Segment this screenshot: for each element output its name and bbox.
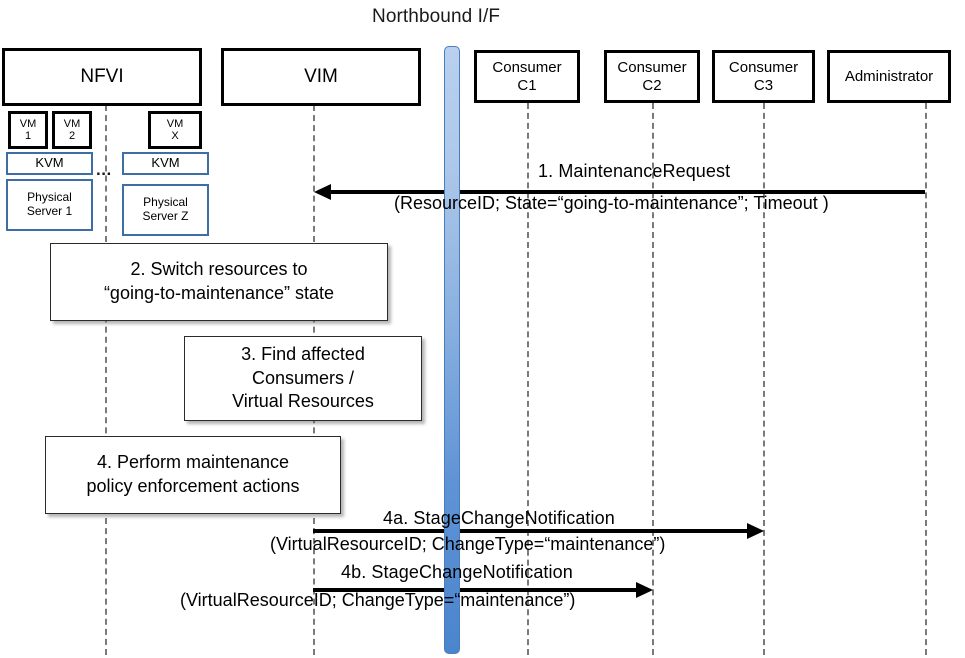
physical-server-box-z[interactable]: Physical Server Z	[122, 184, 209, 236]
actor-box-administrator[interactable]: Administrator	[827, 50, 951, 103]
vm-box-x-line2: X	[171, 130, 179, 142]
actor-label-vim: VIM	[304, 65, 338, 87]
note-box-3[interactable]: 3. Find affected Consumers / Virtual Res…	[184, 336, 422, 421]
message-1-name: 1. MaintenanceRequest	[538, 161, 731, 181]
message-4b-name: 4b. StageChangeNotification	[341, 562, 573, 582]
lifeline-consumer-c2	[652, 103, 654, 655]
message-1-arrowhead	[314, 184, 331, 200]
physical-server-1-line1: Physical	[27, 190, 72, 205]
actor-box-consumer-c1[interactable]: Consumer C1	[474, 50, 580, 103]
vm-box-1-line1: VM	[19, 117, 37, 130]
lifeline-administrator	[925, 103, 927, 655]
message-4a-line	[313, 529, 747, 533]
lifeline-nfvi	[105, 105, 107, 655]
page-title: Northbound I/F	[372, 6, 501, 27]
note-box-2[interactable]: 2. Switch resources to “going-to-mainten…	[50, 243, 388, 321]
physical-server-box-1[interactable]: Physical Server 1	[6, 179, 93, 231]
actor-label-administrator: Administrator	[844, 67, 934, 85]
note-3-line2: Consumers /	[251, 367, 355, 388]
hypervisor-label-kvm-1: KVM	[35, 155, 64, 171]
actor-box-consumer-c3[interactable]: Consumer C3	[712, 50, 815, 103]
note-3-line1: 3. Find affected	[241, 343, 365, 364]
actor-label-consumer-c3-line1: Consumer	[728, 58, 799, 76]
message-4b-line	[313, 588, 636, 592]
message-4b-arrowhead	[636, 582, 653, 598]
hypervisor-box-kvm-2[interactable]: KVM	[122, 152, 209, 175]
message-4b-params: (VirtualResourceID; ChangeType=“maintena…	[180, 590, 576, 610]
note-4-line2: policy enforcement actions	[86, 476, 300, 496]
vm-box-2-line1: VM	[63, 117, 81, 130]
vm-box-1[interactable]: VM 1	[8, 111, 48, 149]
note-3-line3: Virtual Resources	[232, 391, 374, 412]
lifeline-consumer-c1	[527, 103, 529, 655]
hypervisor-box-kvm-1[interactable]: KVM	[6, 152, 93, 175]
actor-label-nfvi: NFVI	[80, 65, 124, 87]
message-1-params: (ResourceID; State=“going-to-maintenance…	[394, 193, 829, 213]
note-2-line1: 2. Switch resources to	[130, 259, 308, 280]
message-4a-params: (VirtualResourceID; ChangeType=“maintena…	[270, 534, 666, 554]
vm-box-x-line1: VM	[166, 117, 184, 130]
message-4a-arrowhead	[747, 523, 764, 539]
vm-box-x[interactable]: VM X	[148, 111, 202, 149]
vm-box-2-line2: 2	[68, 130, 76, 142]
vm-box-1-line2: 1	[24, 130, 32, 142]
note-box-4[interactable]: 4. Perform maintenance policy enforcemen…	[45, 436, 341, 514]
physical-server-z-line1: Physical	[143, 195, 188, 210]
physical-server-z-line2: Server Z	[142, 209, 189, 223]
message-4a-name: 4a. StageChangeNotification	[383, 508, 615, 528]
infrastructure-ellipsis: ...	[96, 160, 112, 179]
actor-box-nfvi[interactable]: NFVI	[2, 48, 202, 106]
northbound-interface-bar	[444, 46, 460, 654]
hypervisor-label-kvm-2: KVM	[151, 155, 180, 171]
actor-label-consumer-c3-line2: C3	[753, 76, 774, 94]
physical-server-1-line2: Server 1	[26, 204, 73, 218]
message-1-line	[330, 190, 925, 194]
lifeline-consumer-c3	[763, 103, 765, 655]
actor-label-consumer-c2-line1: Consumer	[617, 58, 687, 76]
actor-label-consumer-c1-line2: C1	[517, 76, 537, 94]
actor-label-consumer-c2-line2: C2	[642, 76, 662, 94]
actor-label-consumer-c1-line1: Consumer	[492, 58, 562, 76]
vm-box-2[interactable]: VM 2	[52, 111, 92, 149]
note-2-line2: “going-to-maintenance” state	[103, 283, 335, 303]
actor-box-vim[interactable]: VIM	[221, 48, 421, 106]
note-4-line1: 4. Perform maintenance	[96, 452, 290, 473]
actor-box-consumer-c2[interactable]: Consumer C2	[604, 50, 700, 103]
